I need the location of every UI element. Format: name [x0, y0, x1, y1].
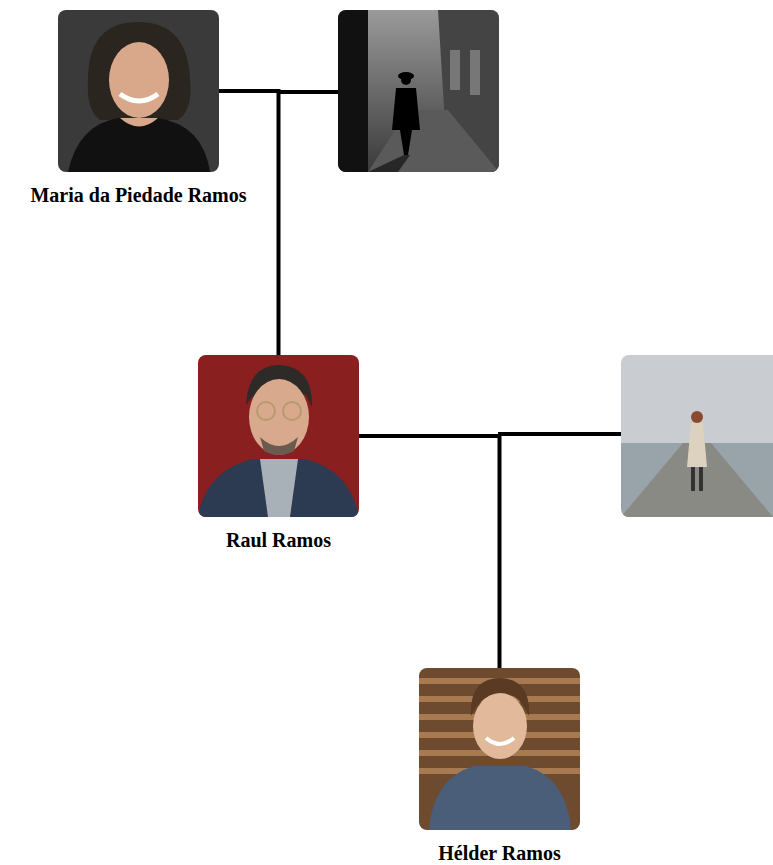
- pier-photo: [621, 355, 773, 517]
- person-card: Maria da Piedade Ramos: [58, 10, 219, 172]
- portrait-photo: [58, 10, 219, 172]
- portrait-photo: [419, 668, 580, 830]
- descent-line: [219, 91, 279, 355]
- person-name: Raul Ramos: [79, 529, 479, 552]
- person-card: Raul Ramos: [198, 355, 359, 517]
- person-name: Hélder Ramos: [300, 842, 700, 865]
- descent-line: [359, 436, 500, 668]
- spouse-line: [277, 90, 340, 94]
- portrait-photo: [198, 355, 359, 517]
- person-card: Hélder Ramos: [419, 668, 580, 830]
- person-name: Maria da Piedade Ramos: [0, 184, 339, 207]
- spouse-line: [498, 432, 623, 436]
- silhouette-photo: [338, 10, 499, 172]
